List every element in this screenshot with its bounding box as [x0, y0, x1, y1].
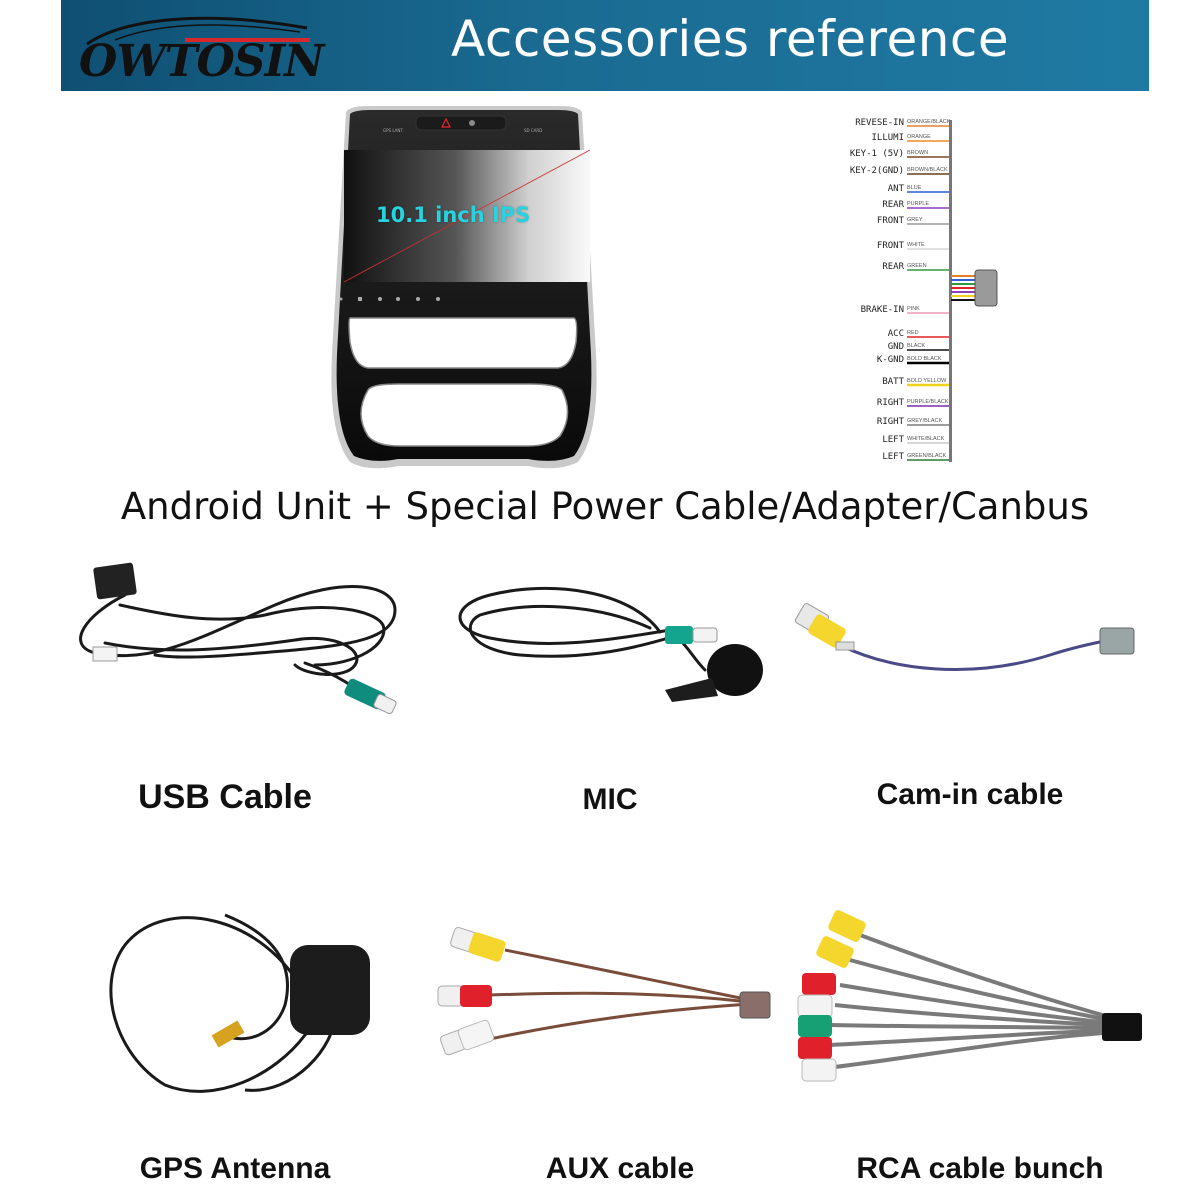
wire-pin-label: RIGHT: [876, 398, 904, 408]
accessory-label: RCA cable bunch: [856, 1152, 1104, 1185]
wire-color-label: PINK: [907, 306, 920, 312]
wire-color-label: GREEN: [907, 263, 927, 269]
wiring-harness: [907, 120, 998, 462]
wire-color-label: PURPLE/BLACK: [907, 399, 949, 405]
wire-color-label: BOLD YELLOW: [907, 378, 947, 384]
accessory-label: Cam-in cable: [876, 778, 1064, 811]
wire-color-label: GREY: [907, 217, 923, 223]
harness-trunk: [949, 120, 952, 462]
usb-cable-icon: [79, 562, 397, 715]
wire-pin-label: KEY-1 (5V): [849, 149, 904, 159]
wire-pin-label: RIGHT: [876, 417, 904, 427]
svg-text:GPS LANT: GPS LANT: [383, 128, 403, 133]
wire-pin-label: REAR: [882, 200, 904, 210]
car-swoosh-icon: [86, 16, 310, 46]
wire-color-label: BROWN: [907, 150, 929, 156]
wire-color-label: BLUE: [907, 185, 922, 191]
wire-pin-label: K-GND: [876, 355, 904, 365]
wire-color-label: GREY/BLACK: [907, 418, 943, 424]
brand-logo: OWTOSIN: [79, 8, 324, 87]
wire-pin-label: FRONT: [876, 241, 904, 251]
microphone-icon: [458, 586, 763, 702]
wire-pin-label: ANT: [887, 184, 904, 194]
brand-wordmark-accent: TOSIN: [164, 36, 325, 87]
accessory-label: AUX cable: [545, 1152, 695, 1185]
android-head-unit: GPS LANT SD CARD: [331, 106, 597, 469]
wire-color-label: WHITE/BLACK: [907, 436, 945, 442]
header-banner: OWTOSIN Accessories reference: [61, 0, 1149, 91]
svg-text:SD CARD: SD CARD: [524, 128, 542, 133]
wire-color-label: PURPLE: [907, 201, 930, 207]
gps-antenna-icon: [109, 913, 370, 1093]
wire-pin-label: FRONT: [876, 216, 904, 226]
rca-bunch-icon: [797, 910, 1142, 1082]
harness-connector: [974, 269, 998, 307]
accessory-label: MIC: [582, 783, 638, 816]
wire-pin-label: BRAKE-IN: [860, 305, 904, 315]
wire-color-label: RED: [907, 330, 919, 336]
wire-pin-label: REVESE-IN: [855, 118, 904, 128]
wire-color-label: BROWN/BLACK: [907, 167, 948, 173]
aux-cable-icon: [437, 927, 771, 1056]
wire-pin-label: LEFT: [882, 452, 904, 462]
camera-cable-icon: [794, 603, 1135, 671]
wire-pin-label: ILLUMI: [871, 133, 904, 143]
wire-color-label: BLACK: [907, 343, 926, 349]
page-title: Accessories reference: [451, 10, 1010, 68]
wire-pin-label: KEY-2(GND): [849, 166, 904, 176]
wire-color-label: ORANGE/BLACK: [907, 119, 951, 125]
wire-pin-label: ACC: [887, 329, 904, 339]
screen-size-label: 10.1 inch IPS: [376, 203, 531, 227]
wire-color-label: BOLD BLACK: [907, 356, 942, 362]
package-subtitle: Android Unit + Special Power Cable/Adapt…: [120, 485, 1090, 528]
brand-wordmark: OWTOSIN: [79, 36, 325, 87]
accessory-label: USB Cable: [138, 778, 312, 816]
wire-pin-label: GND: [887, 342, 904, 352]
wire-color-label: WHITE: [907, 242, 925, 248]
wire-pin-label: REAR: [882, 262, 904, 272]
harness-bundle: [951, 275, 975, 301]
wire-pin-label: LEFT: [882, 435, 904, 445]
wire-color-label: GREEN/BLACK: [907, 453, 947, 459]
wire-color-label: ORANGE: [907, 134, 931, 140]
wire-pin-label: BATT: [882, 377, 904, 387]
accessory-label: GPS Antenna: [139, 1152, 331, 1185]
